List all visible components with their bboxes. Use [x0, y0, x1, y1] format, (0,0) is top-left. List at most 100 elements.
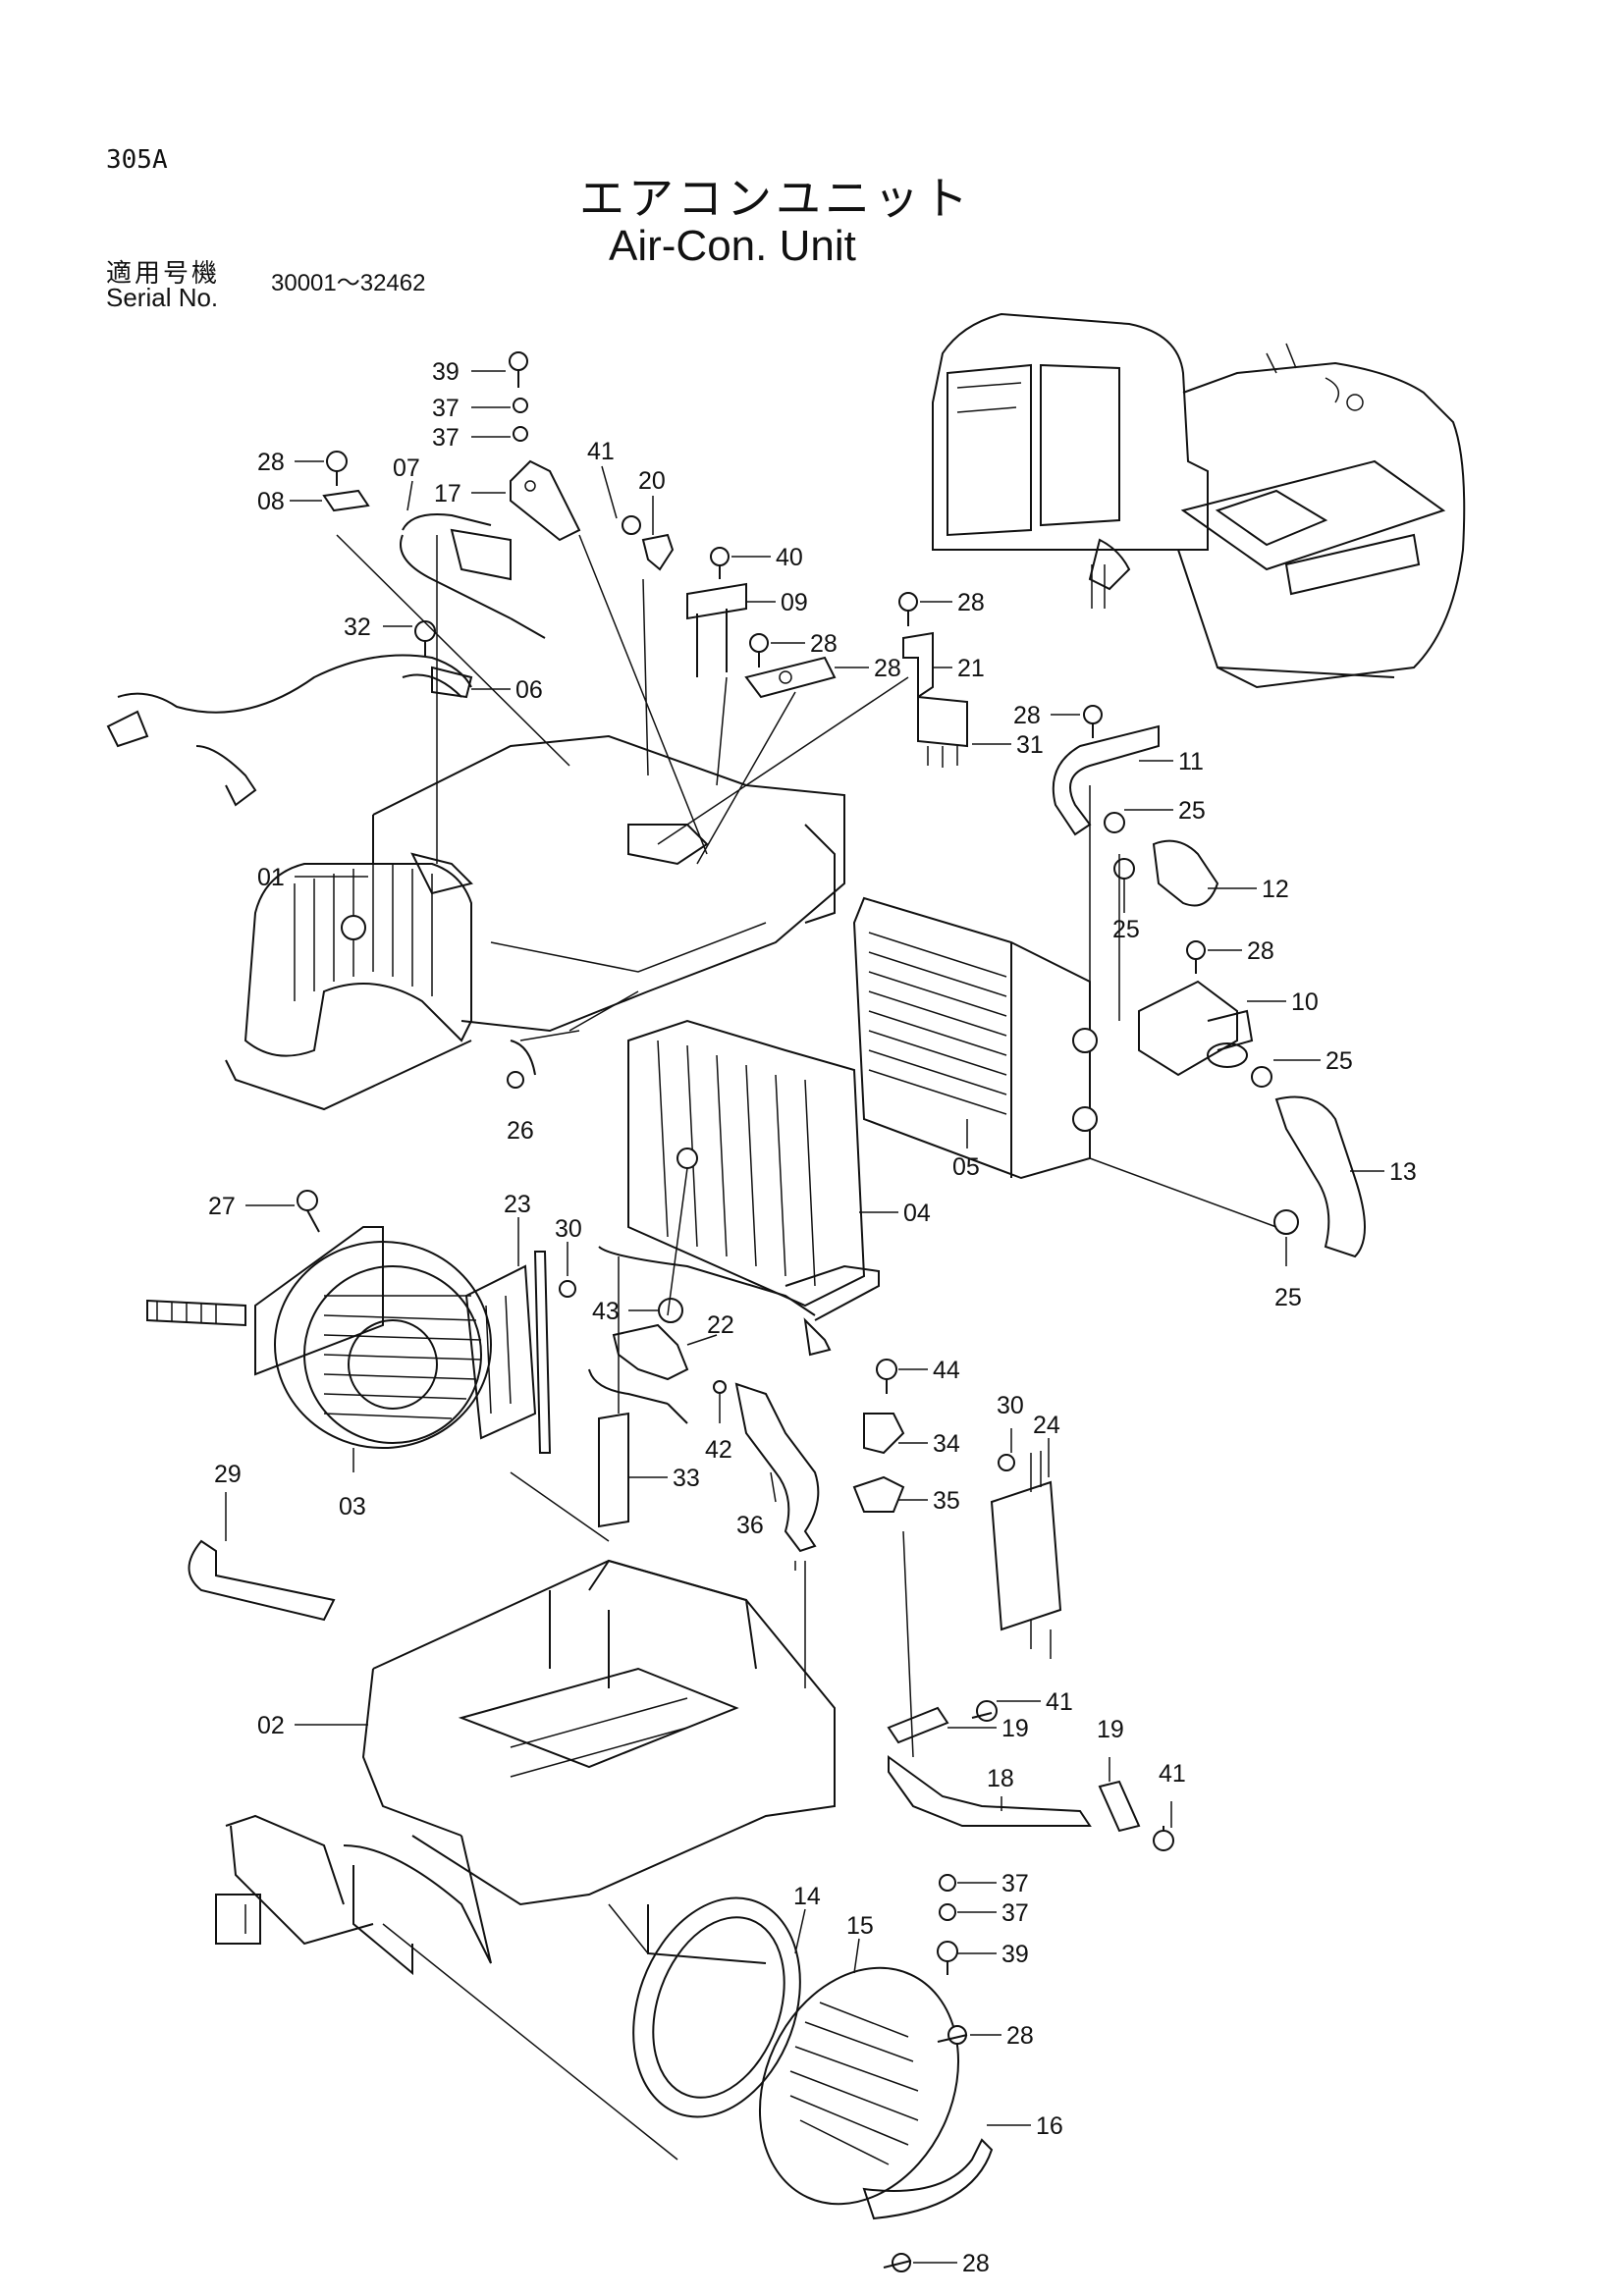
callout-19: 19: [1097, 1716, 1124, 1743]
callout-28: 28: [962, 2250, 990, 2277]
bolt-icon: [297, 351, 1206, 2272]
callout-30: 30: [997, 1392, 1024, 1419]
callout-39: 39: [1001, 1941, 1029, 1968]
upper-case-01: [225, 734, 845, 1111]
callout-18: 18: [987, 1765, 1014, 1792]
blower-motor-03: [146, 1226, 492, 1449]
clamp-34: [863, 1413, 905, 1455]
harness-06: [106, 654, 473, 807]
expansion-valve-22: [588, 1323, 689, 1424]
callout-22: 22: [707, 1311, 734, 1339]
callout-labels: 39 37 37 28 07 08 17 41 20 40 09 28 28: [208, 358, 1417, 2277]
callout-07: 07: [393, 454, 420, 482]
pipe-11: [1052, 724, 1160, 836]
callout-37: 37: [1001, 1870, 1029, 1897]
lever-17: [510, 459, 581, 542]
callout-29: 29: [214, 1461, 242, 1488]
callout-43: 43: [592, 1298, 620, 1325]
bracket-32: [902, 631, 934, 699]
bracket-08: [322, 489, 370, 512]
callout-25: 25: [1178, 797, 1206, 825]
plate-21: [744, 656, 837, 699]
callout-36: 36: [736, 1512, 764, 1539]
evaporator-04: [598, 1019, 880, 1357]
callout-32: 21: [957, 655, 985, 682]
seal-33: [598, 1412, 629, 1528]
callout-41: 41: [587, 438, 615, 465]
callout-10: 10: [1291, 988, 1319, 1016]
callout-20: 20: [638, 467, 666, 495]
excavator-thumbnail: [932, 312, 1466, 689]
callout-25: 25: [1274, 1284, 1302, 1311]
callout-02: 02: [257, 1712, 285, 1739]
clamp-35: [852, 1475, 905, 1513]
cover-14: [632, 1896, 801, 2118]
connector-20: [641, 533, 675, 571]
callout-28: 28: [1247, 937, 1274, 965]
callout-33: 33: [673, 1465, 700, 1492]
callout-13: 13: [1389, 1158, 1417, 1186]
title-japanese: エアコンユニット: [579, 172, 972, 225]
callout-39: 39: [432, 358, 460, 386]
bracket-09: [686, 582, 747, 677]
callout-42: 42: [705, 1436, 732, 1464]
callout-35: 35: [933, 1487, 960, 1515]
callout-28: 28: [810, 630, 838, 658]
callout-28: 32: [344, 614, 371, 641]
callout-41: 41: [1046, 1688, 1073, 1716]
callout-09: 09: [781, 589, 808, 616]
serial-label-english: Serial No.: [106, 283, 219, 312]
thermistor-07: [400, 513, 546, 639]
callout-12: 12: [1262, 876, 1289, 903]
callout-04: 04: [903, 1200, 931, 1227]
callout-40: 40: [776, 544, 803, 571]
callout-03: 03: [339, 1493, 366, 1521]
duct-24: [990, 1451, 1062, 1649]
filter-23: [464, 1251, 552, 1454]
callout-28: 28: [1006, 2022, 1034, 2050]
callout-01: 01: [257, 864, 285, 891]
callout-11: 11: [1178, 748, 1204, 775]
callout-06: 06: [515, 676, 543, 704]
callout-37: 37: [432, 424, 460, 452]
callout-16: 16: [1036, 2112, 1063, 2140]
hose-12: [1152, 839, 1219, 907]
bracket-19: [887, 1706, 1141, 1833]
hose-13: [1274, 1095, 1366, 1258]
callout-23: 23: [504, 1191, 531, 1218]
page-code: 305A: [106, 145, 168, 175]
callout-27: 27: [208, 1193, 236, 1220]
bracket-18: [888, 1755, 1092, 1827]
callout-19: 19: [1001, 1715, 1029, 1742]
assembly-guide-lines: [336, 534, 1277, 2161]
callout-15: 15: [846, 1912, 874, 1940]
serial-label-japanese: 適用号機: [106, 259, 221, 289]
title-english: Air-Con. Unit: [609, 222, 856, 270]
valve-10: [1138, 980, 1254, 1077]
lower-case-02: [215, 1559, 836, 1976]
callout-28: 28: [1013, 702, 1041, 729]
callout-31: 31: [1016, 731, 1044, 759]
heater-core-05: [852, 896, 1098, 1180]
callout-37: 37: [432, 395, 460, 422]
callout-28: 28: [957, 589, 985, 616]
relay-31: [917, 695, 968, 768]
callout-28: 28: [257, 449, 285, 476]
callout-44: 44: [933, 1357, 960, 1384]
cover-16: [862, 2138, 994, 2220]
callout-34: 34: [933, 1430, 960, 1458]
clamp-25: [1104, 812, 1299, 1235]
callout-05: 05: [952, 1153, 980, 1181]
callout-08: 08: [257, 488, 285, 515]
hose-29: [188, 1539, 336, 1622]
callout-25: 25: [1112, 916, 1140, 943]
callout-30: 30: [555, 1215, 582, 1243]
callout-17: 17: [434, 480, 461, 507]
serial-range: 30001～32462: [271, 270, 426, 296]
callout-21: 28: [874, 655, 901, 682]
pipe-36: [734, 1382, 820, 1553]
callout-14: 14: [793, 1883, 821, 1910]
grille-15: [758, 1966, 960, 2206]
